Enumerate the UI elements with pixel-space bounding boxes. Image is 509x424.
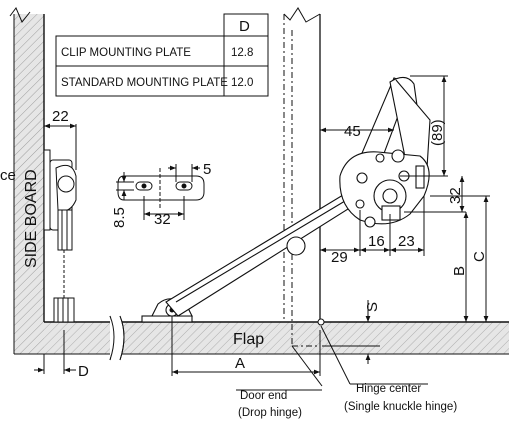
dim-a-label: A (235, 355, 245, 372)
dim-d-label: D (78, 363, 89, 380)
dim-23-label: 23 (398, 233, 415, 250)
table-row-value: 12.0 (231, 77, 253, 89)
dim-32-plate-label: 32 (154, 211, 171, 228)
drop-hinge-label: (Drop hinge) (238, 407, 302, 419)
hinge-center-point (317, 318, 325, 326)
table-row-label: STANDARD MOUNTING PLATE (61, 77, 228, 89)
hinge-side-view (43, 149, 77, 323)
dim-16-label: 16 (368, 233, 385, 250)
hinge-center-label: Hinge center (356, 383, 421, 395)
dim-29-label: 29 (331, 249, 348, 266)
door-end-label: Door end (240, 390, 287, 402)
single-knuckle-label: (Single knuckle hinge) (344, 401, 457, 413)
table-row-label: CLIP MOUNTING PLATE (61, 47, 191, 59)
side-board-label: SIDE BOARD (23, 169, 40, 268)
dim-22 (43, 123, 77, 170)
dim-c-label: C (471, 251, 488, 262)
dim-32-right-label: 32 (447, 187, 464, 204)
dim-5-label: 5 (203, 161, 211, 178)
flap-label: Flap (233, 331, 264, 348)
flap-panel: Flap (14, 315, 509, 361)
mounting-plate (117, 168, 205, 208)
dim-8-5-label: 8.5 (111, 207, 128, 228)
dim-45-label: 45 (344, 123, 361, 140)
right-dimensions (171, 75, 490, 391)
ce-label: ce (0, 167, 16, 184)
stay-arm (141, 76, 431, 323)
dim-89-label: (89) (429, 119, 446, 146)
side-board: SIDE BOARD (9, 7, 45, 354)
table-row-value: 12.8 (231, 47, 253, 59)
dim-s-label: S (364, 302, 381, 312)
plate-dimensions (116, 164, 200, 220)
table-header: D (239, 18, 250, 35)
cabinet-panel (283, 7, 321, 347)
dim-b-label: B (451, 266, 468, 276)
dim-22-label: 22 (52, 108, 69, 125)
d-value-table: D CLIP MOUNTING PLATE 12.8 STANDARD MOUN… (55, 13, 269, 97)
dim-d (34, 330, 76, 374)
